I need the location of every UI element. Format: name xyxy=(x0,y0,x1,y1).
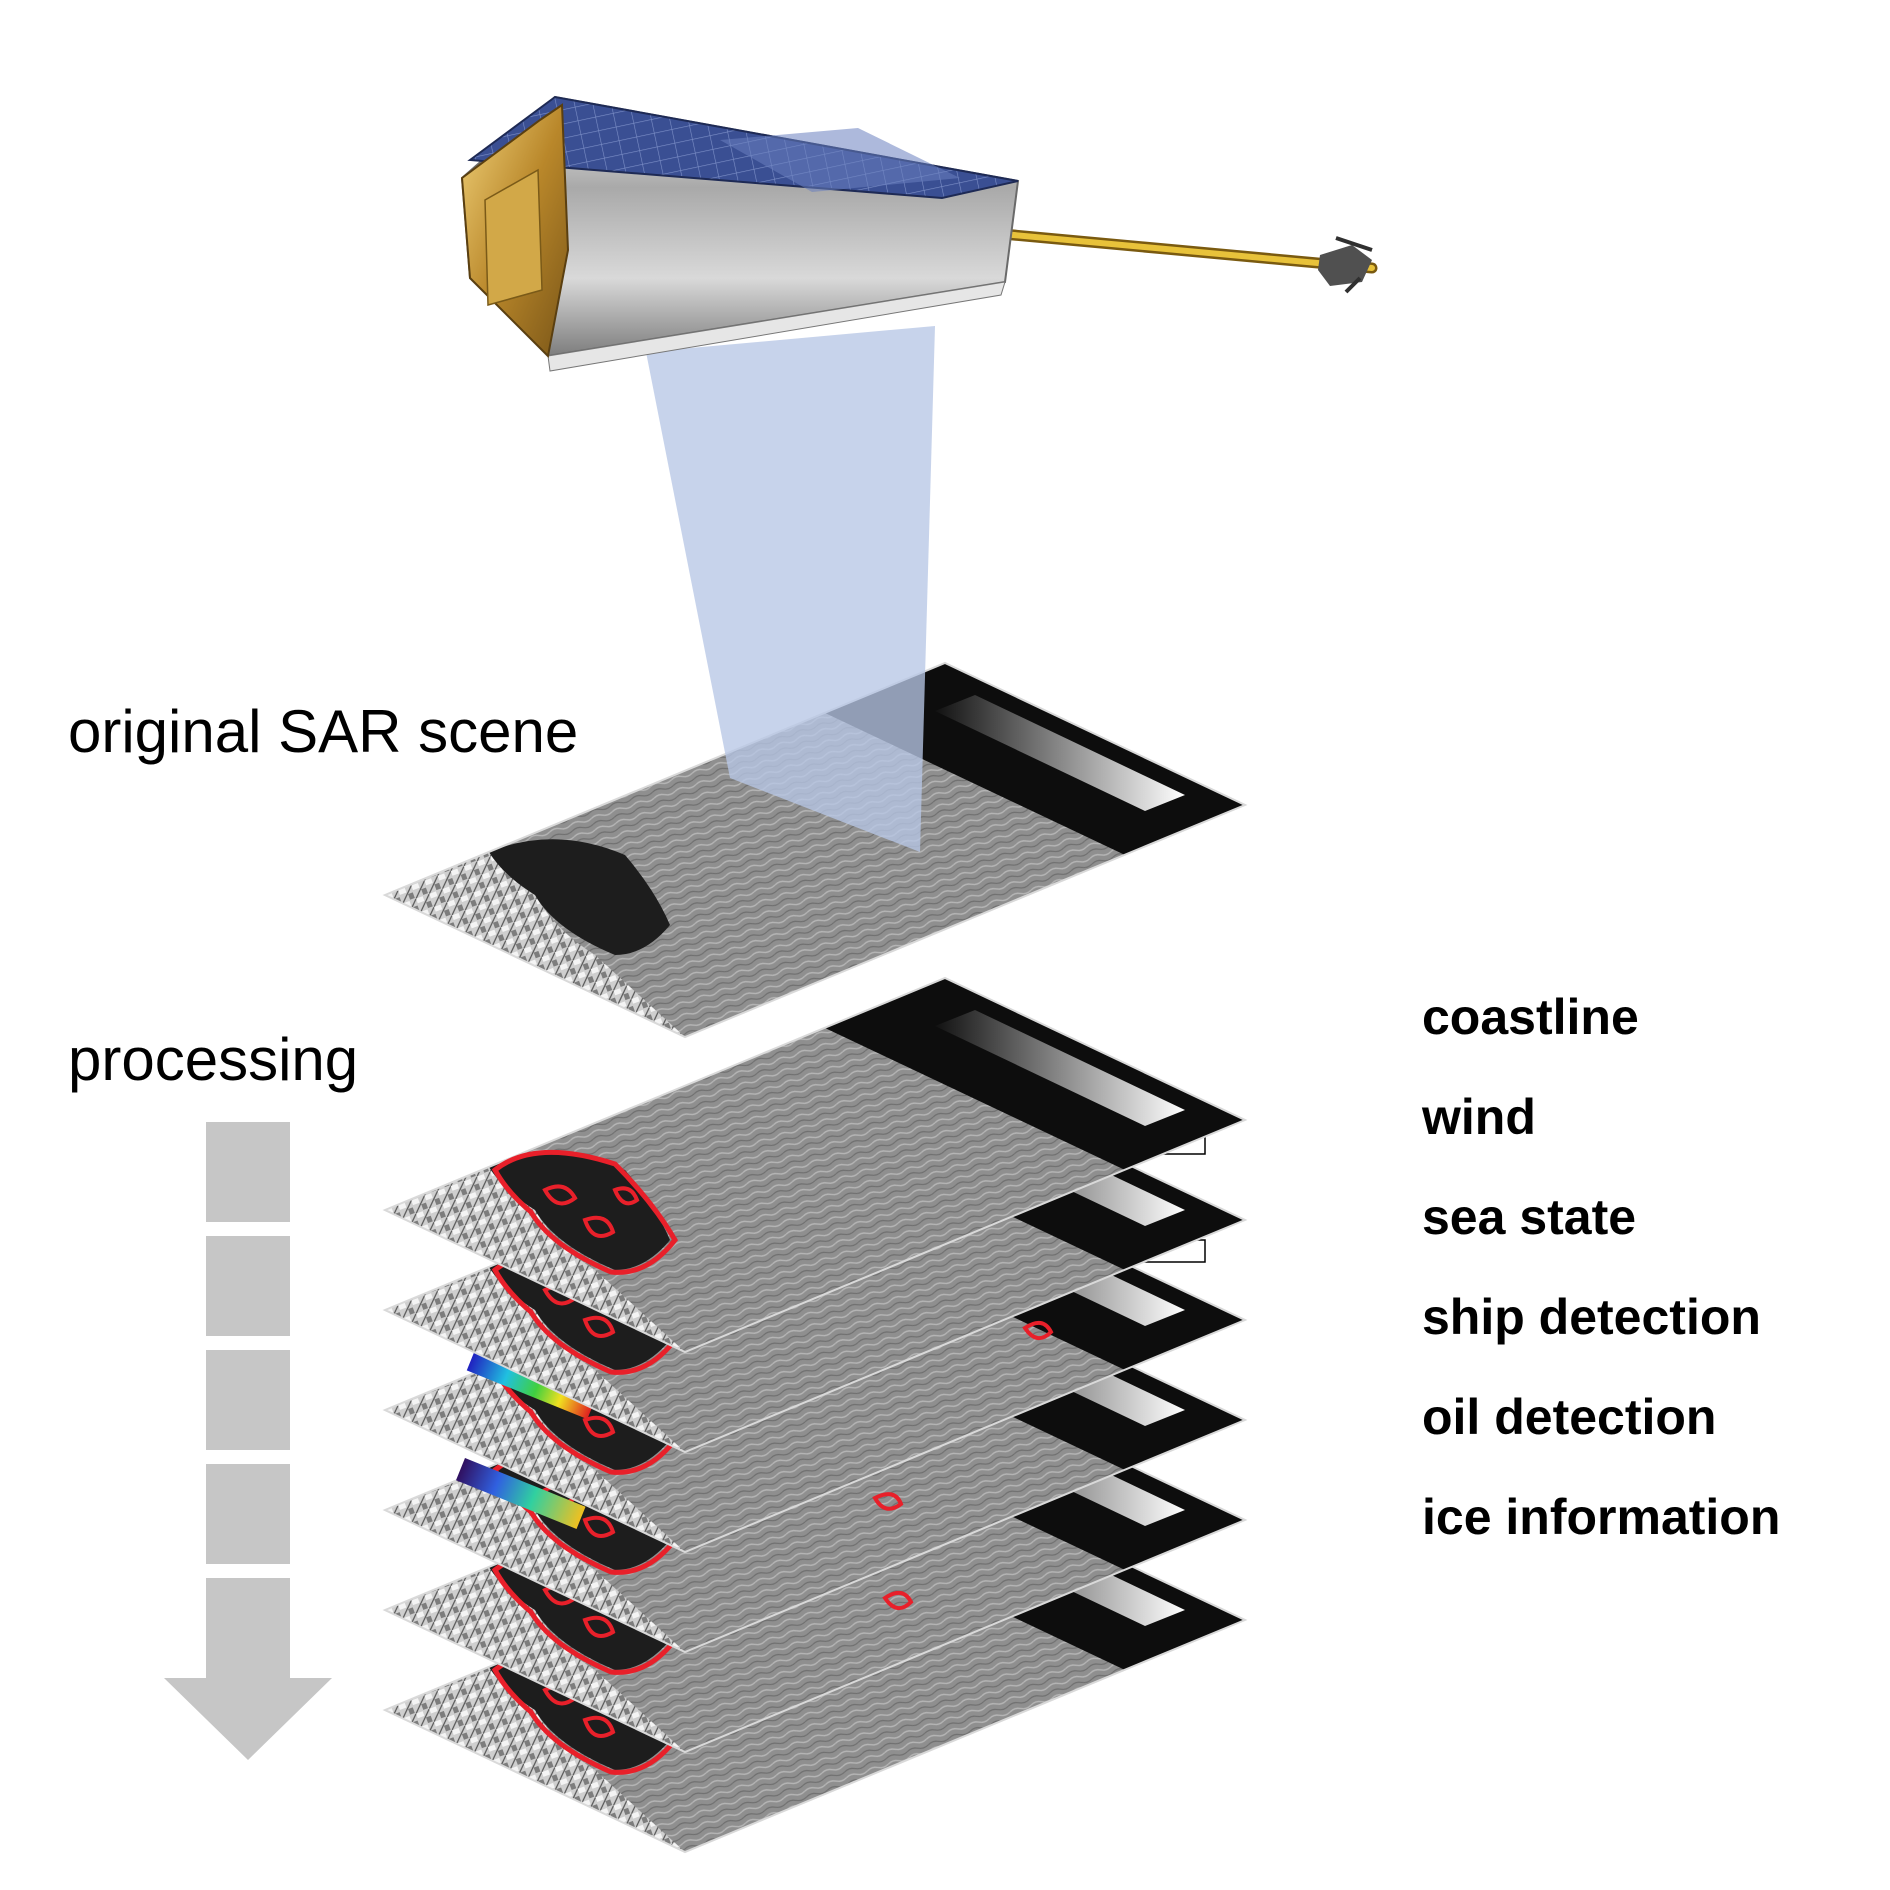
product-ice-information: ice information xyxy=(1422,1489,1781,1545)
processing-arrow xyxy=(164,1122,332,1760)
product-oil-detection: oil detection xyxy=(1422,1389,1717,1445)
product-sea-state: sea state xyxy=(1422,1189,1637,1245)
layer-oil-detection xyxy=(384,1377,1246,1753)
radar-beam xyxy=(646,326,935,852)
label-processing: processing xyxy=(68,1026,359,1093)
satellite-icon xyxy=(460,95,1378,372)
product-wind: wind xyxy=(1422,1089,1536,1145)
layer-ship-detection xyxy=(384,1277,1246,1653)
product-ship-detection: ship detection xyxy=(1422,1289,1761,1345)
label-original-sar-scene: original SAR scene xyxy=(68,698,579,765)
product-coastline: coastline xyxy=(1422,989,1639,1045)
